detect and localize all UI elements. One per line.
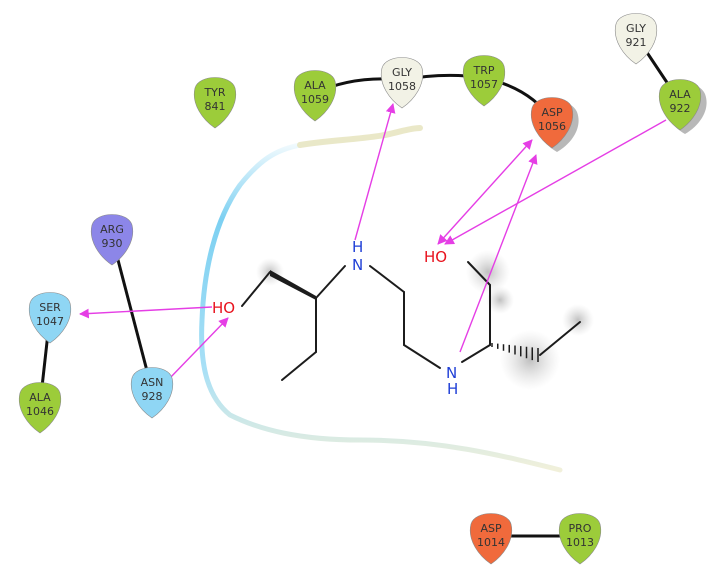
residue-name: ALA: [669, 88, 691, 101]
residue-number: 922: [670, 102, 691, 115]
residue-number: 1013: [566, 536, 594, 549]
residue-name: ALA: [29, 391, 51, 404]
residue-name: ASN: [141, 376, 164, 389]
residue-ala1046-shape: [18, 382, 62, 434]
residue-number: 928: [142, 390, 163, 403]
backbone-arg930-asn928: [110, 236, 154, 391]
residue-number: 930: [102, 237, 123, 250]
residues: TYR841ALA1059GLY1058TRP1057ASP1056GLY921…: [18, 13, 707, 565]
residue-ala1059-shape: [293, 70, 337, 122]
hbond-ala922-ho: [444, 119, 667, 245]
atom-n-top: N: [352, 256, 363, 274]
atom-h-top: H: [352, 238, 363, 256]
residue-arg930-shape: [90, 214, 134, 266]
residue-name: GLY: [392, 66, 412, 79]
residue-ser1047-shape: [28, 292, 72, 344]
residue-asp1014-shape: [469, 513, 513, 565]
residue-name: ASP: [541, 106, 563, 119]
residue-ala922-shape: [658, 79, 702, 131]
bond-c6-n2: [403, 344, 441, 369]
hbond-ho-ser1047: [79, 306, 213, 319]
atom-h-bottom: H: [447, 380, 458, 398]
residue-tyr841-shape: [193, 77, 237, 129]
bond-o1-c1: [241, 271, 271, 307]
residue-name: ARG: [100, 223, 124, 236]
residue-number: 921: [626, 36, 647, 49]
residue-number: 1056: [538, 120, 566, 133]
residue-number: 841: [205, 100, 226, 113]
hydrogen-bonds: [79, 103, 667, 381]
bond-c2-n1: [315, 265, 346, 299]
residue-number: 1059: [301, 93, 329, 106]
atom-ho-right: HO: [424, 248, 447, 266]
residue-name: SER: [39, 301, 61, 314]
residue-number: 1014: [477, 536, 505, 549]
residue-pro1013-shape: [558, 513, 602, 565]
residue-trp1057-shape: [462, 55, 506, 107]
residue-number: 1058: [388, 80, 416, 93]
ligand-atoms: HO H N HO N H: [212, 238, 458, 398]
solvent-exposure: [256, 250, 594, 390]
bond-c8-o2: [467, 261, 491, 286]
hbond-asn928-ho: [167, 317, 229, 381]
atom-ho-left: HO: [212, 299, 235, 317]
bond-c3-c4: [281, 351, 317, 381]
bond-c9-c10: [539, 321, 581, 356]
residue-number: 1057: [470, 78, 498, 91]
residue-name: GLY: [626, 22, 646, 35]
backbone-links: [38, 35, 682, 538]
residue-name: ALA: [304, 79, 326, 92]
residue-gly1058-shape: [380, 57, 424, 109]
residue-name: TYR: [203, 86, 225, 99]
hbond-ho-asp1056: [437, 139, 533, 245]
residue-gly921-shape: [614, 13, 658, 65]
bond-n2-c7: [461, 344, 491, 363]
wedge-c1-c2: [270, 270, 316, 300]
residue-number: 1047: [36, 315, 64, 328]
hbond-nh-asp1056: [459, 154, 538, 353]
residue-asp1056-shape: [530, 97, 574, 149]
residue-name: PRO: [569, 522, 592, 535]
residue-asn928-shape: [130, 367, 174, 419]
atom-n-bottom: N: [446, 364, 457, 382]
ligand-bonds: [241, 261, 581, 381]
bond-n1-c5: [369, 265, 405, 293]
residue-number: 1046: [26, 405, 54, 418]
hbond-nh-gly1058: [354, 103, 396, 241]
residue-name: TRP: [473, 64, 495, 77]
residue-name: ASP: [480, 522, 502, 535]
